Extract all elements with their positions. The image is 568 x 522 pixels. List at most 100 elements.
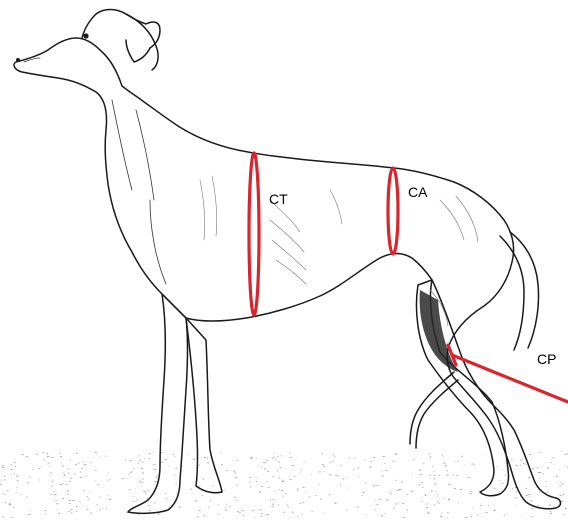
ground-speck — [441, 513, 442, 514]
ground-speck — [256, 481, 257, 482]
ground-speck — [333, 454, 334, 455]
ground-speck — [76, 511, 77, 512]
ground-speck — [531, 508, 533, 509]
ground-speck — [432, 466, 433, 467]
ground-speck — [529, 496, 530, 497]
ground-speck — [397, 490, 399, 491]
ground-speck — [287, 505, 288, 506]
ground-speck — [565, 454, 567, 455]
ground-speck — [511, 459, 512, 460]
ground-speck — [419, 470, 421, 471]
ground-speck — [149, 510, 151, 511]
ground-speck — [218, 504, 219, 505]
ground-speck — [165, 493, 167, 494]
ground-speck — [69, 503, 71, 504]
ground-speck — [512, 489, 513, 490]
ground-speck — [427, 512, 429, 513]
ground-shadow — [0, 452, 568, 518]
ground-speck — [471, 491, 473, 492]
ground-speck — [64, 474, 65, 475]
ground-speck — [138, 514, 139, 515]
ground-speck — [2, 517, 4, 518]
ground-speck — [554, 464, 555, 465]
ground-speck — [63, 472, 64, 473]
ground-speck — [210, 500, 211, 501]
ground-speck — [447, 517, 448, 518]
ground-speck — [249, 482, 250, 483]
ground-speck — [382, 471, 383, 472]
ground-speck — [469, 493, 471, 494]
ground-speck — [139, 460, 140, 461]
ground-speck — [208, 507, 209, 508]
ground-speck — [78, 463, 79, 464]
ground-speck — [522, 515, 523, 516]
ground-speck — [502, 483, 503, 484]
ground-speck — [311, 474, 312, 475]
ground-speck — [141, 468, 143, 469]
ground-speck — [70, 478, 72, 479]
ground-speck — [268, 487, 270, 488]
ground-speck — [414, 459, 415, 460]
ground-speck — [309, 497, 311, 498]
ground-speck — [358, 477, 359, 478]
ground-speck — [21, 494, 22, 495]
ground-speck — [207, 463, 209, 464]
ground-speck — [243, 515, 245, 516]
ground-speck — [437, 502, 439, 503]
ground-speck — [283, 496, 284, 497]
ground-speck — [176, 493, 177, 494]
ground-speck — [426, 507, 428, 508]
ground-speck — [403, 503, 405, 504]
ground-speck — [68, 511, 70, 512]
ground-speck — [423, 463, 425, 464]
ground-speck — [301, 470, 302, 471]
ground-speck — [343, 479, 345, 480]
ground-speck — [147, 490, 148, 491]
ground-speck — [557, 483, 558, 484]
ground-speck — [562, 494, 564, 495]
ground-speck — [540, 452, 541, 453]
ground-speck — [278, 505, 279, 506]
ground-speck — [550, 513, 552, 514]
ground-speck — [329, 494, 330, 495]
ground-speck — [560, 481, 561, 482]
ground-speck — [26, 456, 28, 457]
ground-speck — [9, 504, 10, 505]
ground-speck — [565, 508, 567, 509]
ground-speck — [105, 456, 106, 457]
ground-speck — [358, 468, 360, 469]
ground-speck — [9, 505, 11, 506]
ground-speck — [286, 493, 287, 494]
ground-speck — [363, 492, 365, 493]
ground-speck — [141, 482, 143, 483]
ground-speck — [335, 503, 337, 504]
ground-speck — [279, 478, 280, 479]
ground-speck — [279, 489, 280, 490]
ground-speck — [1, 480, 2, 481]
ground-speck — [494, 510, 496, 511]
ground-speck — [520, 460, 522, 461]
ground-speck — [273, 499, 275, 500]
ground-speck — [448, 484, 450, 485]
ground-speck — [312, 511, 313, 512]
ground-speck — [91, 513, 93, 514]
ground-speck — [146, 493, 147, 494]
ground-speck — [259, 492, 261, 493]
ground-speck — [140, 480, 141, 481]
ground-speck — [224, 490, 225, 491]
ground-speck — [60, 484, 62, 485]
ground-speck — [82, 462, 83, 463]
ground-speck — [381, 515, 383, 516]
ground-speck — [272, 476, 274, 477]
ground-speck — [79, 502, 80, 503]
ground-speck — [134, 496, 135, 497]
ground-speck — [560, 495, 562, 496]
ground-speck — [464, 465, 465, 466]
ground-speck — [260, 516, 262, 517]
ground-speck — [235, 477, 237, 478]
ground-speck — [94, 481, 95, 482]
ground-speck — [385, 513, 386, 514]
ground-speck — [60, 456, 62, 457]
ground-speck — [537, 505, 538, 506]
ground-speck — [67, 491, 69, 492]
